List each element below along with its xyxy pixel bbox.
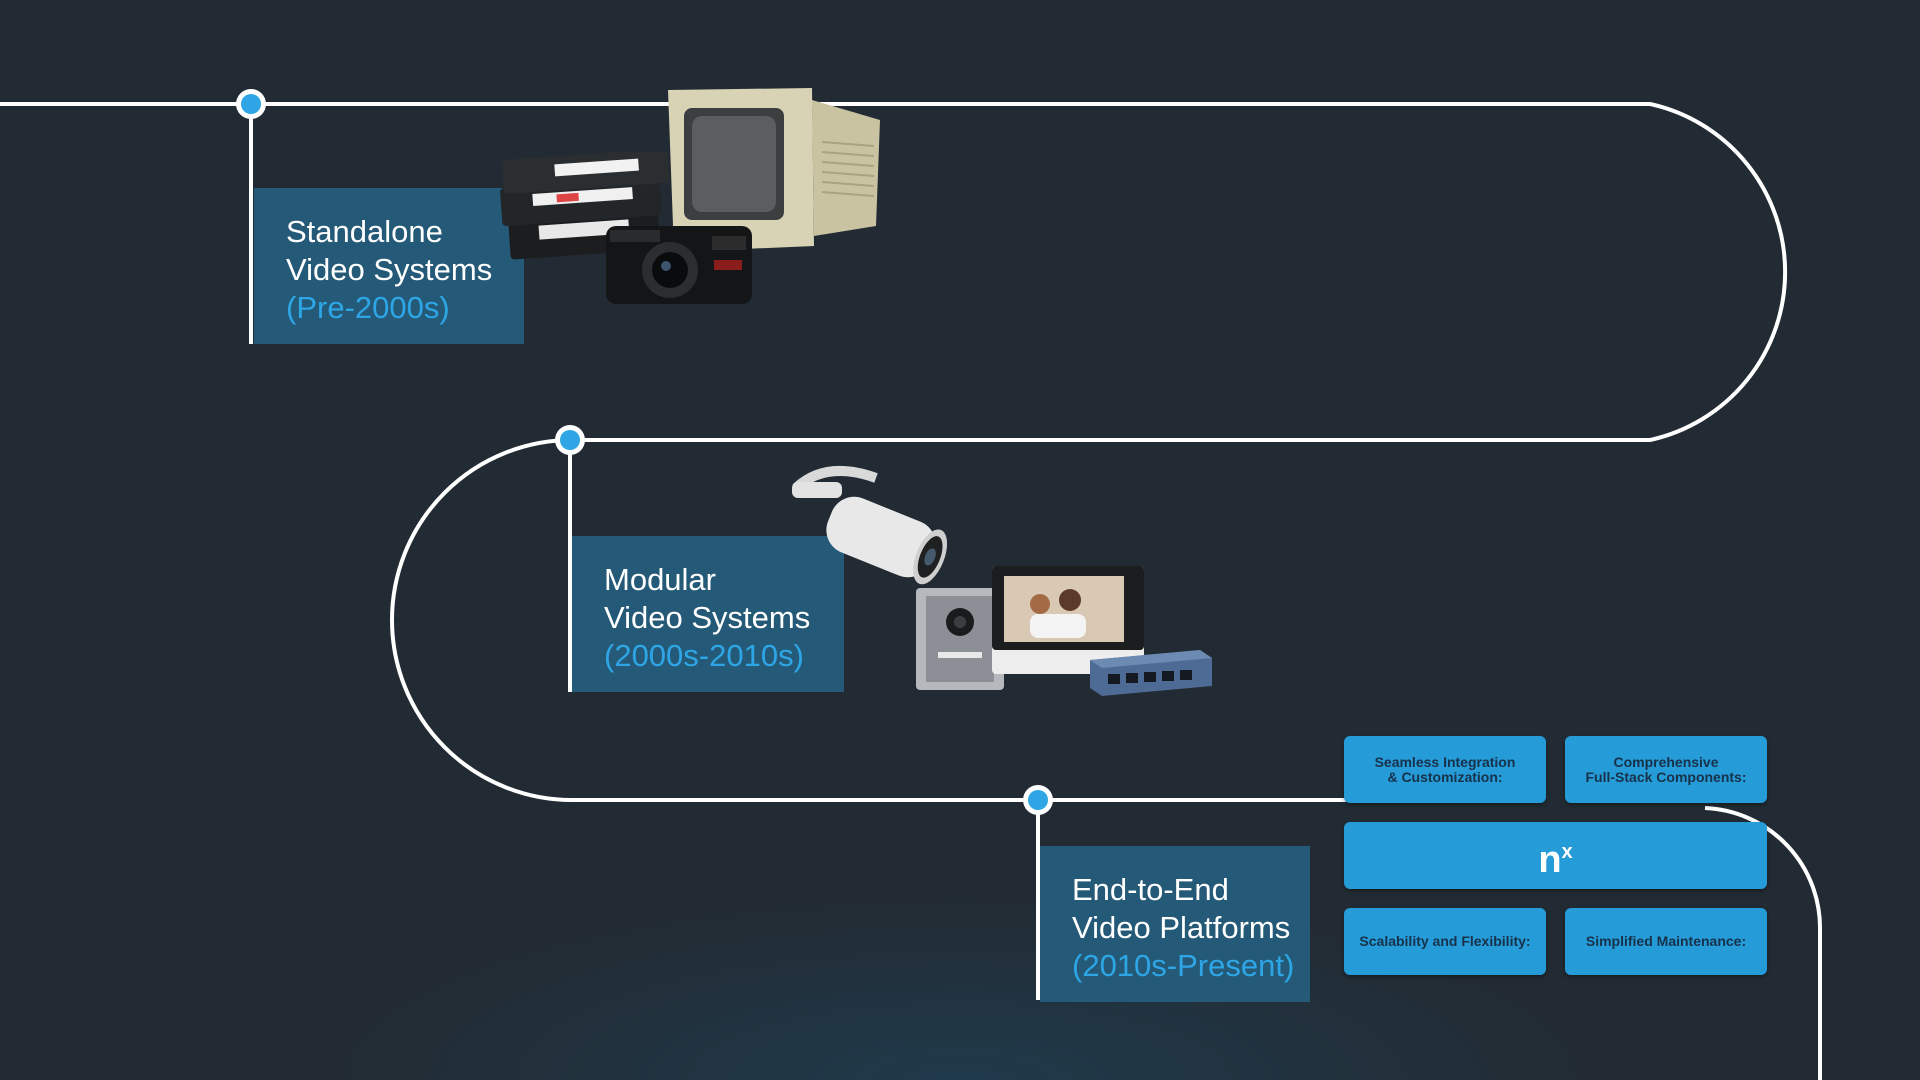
milestone-dot-2 [555,425,585,455]
stage-title-line2: Video Systems [604,600,811,635]
feature-full-stack-components: Comprehensive Full-Stack Components: [1565,736,1767,803]
stage-title-line1: Modular [604,562,716,597]
stage-title-line1: End-to-End [1072,872,1229,907]
stage-era: (2000s-2010s) [604,638,804,673]
feature-scalability-flexibility: Scalability and Flexibility: [1344,908,1546,975]
nx-logo-banner: nx [1344,822,1767,889]
indoor-monitor-icon [992,566,1144,674]
nx-logo: nx [1538,838,1573,881]
stage-end-to-end: End-to-End Video Platforms (2010s-Presen… [1040,846,1310,1002]
stage-standalone: Standalone Video Systems (Pre-2000s) [254,188,524,344]
feature-seamless-integration: Seamless Integration & Customization: [1344,736,1546,803]
stage-title-line2: Video Platforms [1072,910,1291,945]
vhs-tapes-icon [500,152,670,260]
stage-title-line1: Standalone [286,214,443,249]
stage-modular: Modular Video Systems (2000s-2010s) [572,536,844,692]
network-switch-icon [1090,650,1212,696]
feature-simplified-maintenance: Simplified Maintenance: [1565,908,1767,975]
stage-era: (2010s-Present) [1072,948,1295,983]
door-station-icon [916,588,1004,690]
bullet-camera-icon [792,465,948,585]
stage-era: (Pre-2000s) [286,290,450,325]
film-camera-icon [606,226,752,304]
milestone-dot-1 [236,89,266,119]
crt-monitor-icon [668,88,880,252]
milestone-dot-3 [1023,785,1053,815]
stage-title-line2: Video Systems [286,252,493,287]
